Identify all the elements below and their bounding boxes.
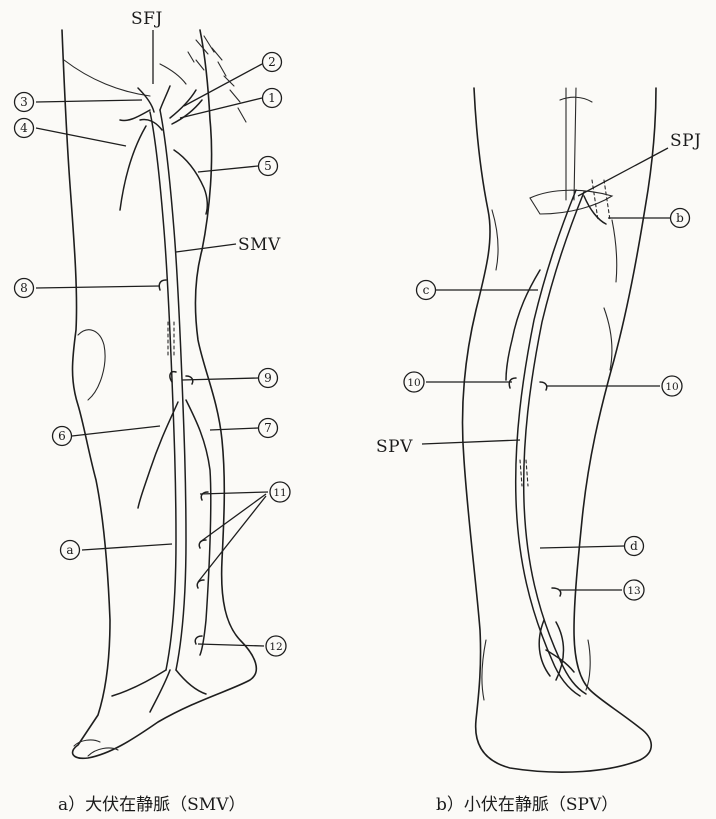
branch-6 [138,402,178,508]
spv-right-wall [524,192,586,694]
marker-3: 3 [15,93,34,112]
marker-11: 11 [270,482,290,502]
leg-b-thigh-lines [560,88,592,200]
branch-4 [120,126,146,210]
branch-7 [186,400,211,655]
panel-b-drawing [463,88,657,772]
perforator-8 [159,280,166,290]
caption-panel-b: b）小伏在静脈（SPV） [436,790,618,815]
marker-10-right: 10 [662,376,682,396]
marker-d: d [625,537,644,556]
svg-text:3: 3 [20,95,28,109]
leg-a-knee-contour [78,330,105,400]
panel-b-labels: SPJ SPV b c 10 10 d 13 [376,131,701,600]
leg-b-dash-marks [520,180,610,486]
svg-text:2: 2 [268,55,276,69]
marker-a: a [61,541,80,560]
svg-text:13: 13 [627,585,640,597]
svg-text:a: a [66,543,73,557]
marker-6: 6 [53,427,72,446]
marker-2: 2 [263,53,282,72]
svg-text:6: 6 [58,429,66,443]
svg-text:7: 7 [264,421,272,435]
svg-text:1: 1 [268,91,276,105]
label-sfj: SFJ [131,9,163,29]
caption-panel-a: a）大伏在静脈（SMV） [58,790,245,815]
marker-10-left: 10 [404,372,424,392]
svg-text:9: 9 [264,371,272,385]
marker-13: 13 [624,580,644,600]
smv-trunk-left-wall [150,112,176,670]
svg-text:10: 10 [407,377,420,389]
svg-text:8: 8 [20,281,28,295]
perforator-12 [195,636,202,644]
label-smv: SMV [238,235,281,255]
perforator-10-left [509,378,516,388]
marker-4: 4 [15,119,34,138]
svg-text:12: 12 [269,641,282,653]
marker-7: 7 [259,419,278,438]
svg-text:4: 4 [20,121,28,135]
marker-1: 1 [263,89,282,108]
branch-1-2 [170,90,202,124]
marker-b: b [671,209,690,228]
marker-c: c [417,281,436,300]
branch-5 [174,150,207,214]
sfj-junction [138,86,170,130]
svg-text:b: b [676,211,684,225]
perforator-13 [552,588,561,596]
marker-12: 12 [266,636,286,656]
marker-5: 5 [259,157,278,176]
svg-text:d: d [630,539,638,553]
perforator-10-right [540,382,547,390]
label-spj: SPJ [670,131,701,151]
marker-9: 9 [259,369,278,388]
svg-text:5: 5 [264,159,272,173]
leg-a-toes [74,740,118,756]
svg-text:11: 11 [273,487,286,499]
marker-8: 8 [15,279,34,298]
label-spv: SPV [376,437,413,457]
svg-text:c: c [423,283,430,297]
svg-text:10: 10 [665,381,678,393]
